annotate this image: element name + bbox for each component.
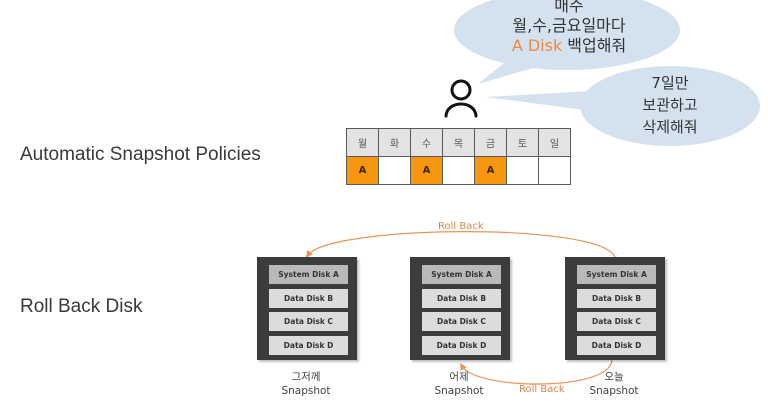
retention-bubble-text: 7일만 보관하고 삭제해줘 — [585, 72, 755, 138]
weekday-thu: 목 — [442, 128, 475, 157]
data-disk: Data Disk D — [577, 335, 656, 355]
system-disk: System Disk A — [269, 265, 348, 284]
snapshot-label-kr: 어제 — [449, 371, 469, 383]
retention-line-2: 보관하고 — [642, 96, 698, 114]
schedule-cell-tue — [378, 156, 411, 185]
data-disk: Data Disk B — [577, 288, 656, 308]
snapshot-label-en: Snapshot — [589, 385, 639, 397]
rollback-arrow-bottom — [460, 359, 613, 385]
schedule-cell-sat — [506, 156, 539, 185]
snapshot-label-en: Snapshot — [434, 385, 484, 397]
weekday-sun: 일 — [538, 128, 571, 157]
snapshot-label-en: Snapshot — [281, 385, 331, 397]
rollback-label-bottom: Roll Back — [519, 384, 565, 395]
data-disk: Data Disk D — [269, 335, 348, 355]
snapshot-box-yesterday: System Disk A Data Disk B Data Disk C Da… — [410, 257, 510, 360]
snapshot-label-kr: 오늘 — [604, 371, 624, 383]
snapshot-label-today: 오늘 Snapshot — [564, 370, 664, 398]
request-line-1: 매주 — [554, 0, 584, 15]
request-line-3-rest: 백업해줘 — [562, 36, 627, 55]
weekday-sat: 토 — [506, 128, 539, 157]
weekday-header-row: 월 화 수 목 금 토 일 — [346, 128, 571, 157]
data-disk: Data Disk D — [422, 335, 501, 355]
weekday-tue: 화 — [378, 128, 411, 157]
weekday-fri: 금 — [474, 128, 507, 157]
request-bubble-text: 매주 월,수,금요일마다 A Disk 백업해줘 — [462, 0, 676, 56]
rollback-label-top: Roll Back — [438, 221, 484, 232]
snapshot-label-yesterday: 어제 Snapshot — [409, 370, 509, 398]
snapshot-box-today: System Disk A Data Disk B Data Disk C Da… — [565, 257, 665, 360]
rollback-section-title: Roll Back Disk — [20, 296, 143, 317]
request-accent-disk: A Disk — [511, 36, 563, 55]
snapshot-label-kr: 그저께 — [291, 371, 321, 383]
data-disk: Data Disk C — [577, 312, 656, 331]
system-disk: System Disk A — [422, 265, 501, 284]
data-disk: Data Disk B — [422, 288, 501, 308]
backup-schedule-row: A A A — [346, 156, 571, 185]
system-disk: System Disk A — [577, 265, 656, 284]
request-line-3: A Disk 백업해줘 — [462, 36, 676, 56]
person-outline-icon — [444, 79, 478, 118]
speech-bubble-request — [454, 0, 680, 84]
schedule-cell-sun — [538, 156, 571, 185]
snapshot-label-day-before-yesterday: 그저께 Snapshot — [256, 370, 356, 398]
retention-line-3: 삭제해줘 — [642, 118, 698, 136]
speech-bubble-retention — [486, 66, 760, 146]
data-disk: Data Disk B — [269, 288, 348, 308]
snapshot-box-day-before-yesterday: System Disk A Data Disk B Data Disk C Da… — [257, 257, 357, 360]
weekly-schedule-table: 월 화 수 목 금 토 일 A A A — [346, 128, 571, 185]
policies-section-title: Automatic Snapshot Policies — [20, 144, 261, 165]
rollback-arrow-top — [305, 231, 616, 258]
weekday-wed: 수 — [410, 128, 443, 157]
schedule-cell-thu — [442, 156, 475, 185]
retention-line-1: 7일만 — [651, 74, 689, 92]
schedule-cell-wed: A — [410, 156, 443, 185]
data-disk: Data Disk C — [422, 312, 501, 331]
schedule-cell-fri: A — [474, 156, 507, 185]
data-disk: Data Disk C — [269, 312, 348, 331]
request-line-2: 월,수,금요일마다 — [512, 16, 626, 35]
schedule-cell-mon: A — [346, 156, 379, 185]
weekday-mon: 월 — [346, 128, 379, 157]
